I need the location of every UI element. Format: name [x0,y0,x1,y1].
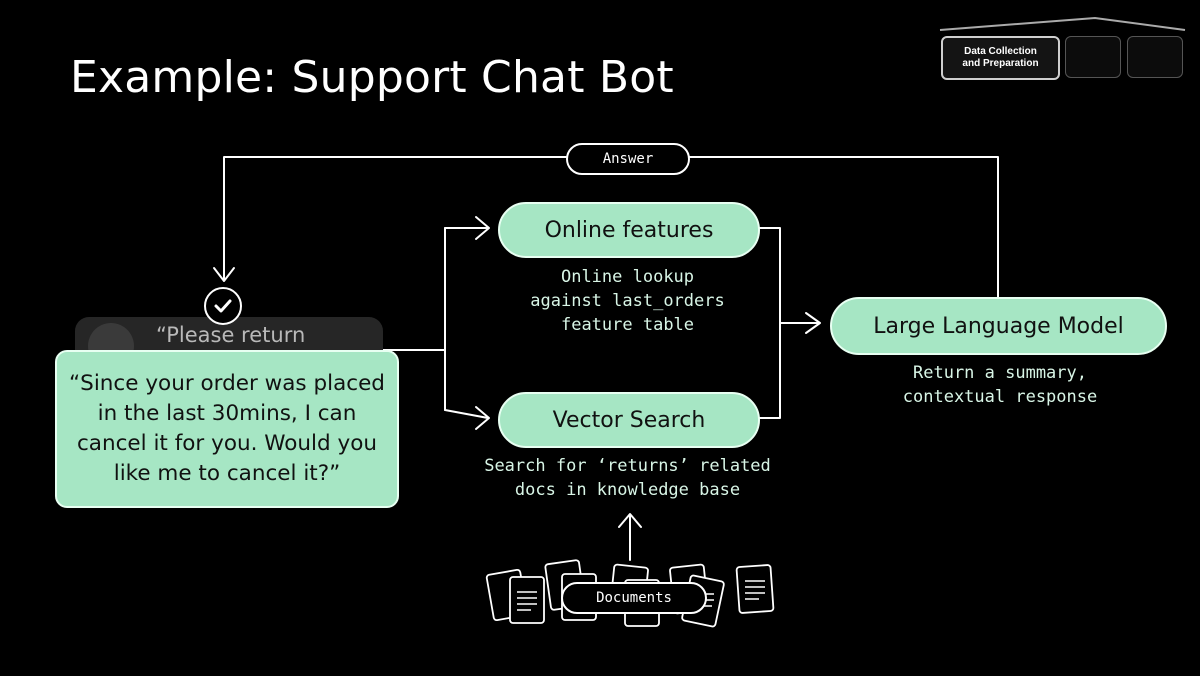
answer-label-text: Answer [602,151,654,167]
nav-step-data-collection[interactable]: Data Collection and Preparation [941,36,1060,80]
answer-loop-line-left [223,156,567,281]
vector-search-description: Search for ‘returns’ related docs in kno… [484,456,771,500]
llm-description: Return a summary, contextual response [902,363,1098,407]
checkmark-icon [204,287,242,325]
nav-step-2[interactable] [1065,36,1121,78]
nav-step-label: Data Collection and Preparation [962,46,1039,69]
llm-label: Large Language Model [873,313,1124,339]
arrow-to-online-features [444,216,490,240]
arrow-to-llm [779,312,821,334]
arrow-to-vector-search [444,406,490,430]
online-features-description: Online lookup against last_orders featur… [530,267,725,335]
vector-search-node: Vector Search [498,392,760,448]
vector-search-label: Vector Search [552,407,706,433]
user-message-text: “Please return [156,323,306,347]
llm-node: Large Language Model [830,297,1167,355]
online-features-label: Online features [544,217,714,243]
bot-response-text: “Since your order was placed in the last… [69,371,385,486]
arrow-from-documents [618,513,642,561]
answer-loop-line [685,156,999,298]
answer-label: Answer [566,143,690,175]
answer-arrow-head [213,267,235,282]
nav-step-3[interactable] [1127,36,1183,78]
bot-response-card: “Since your order was placed in the last… [55,350,399,508]
documents-label: Documents [561,582,707,614]
fork-line [382,227,446,411]
slide-title: Example: Support Chat Bot [70,52,674,103]
documents-label-text: Documents [596,590,672,606]
online-features-node: Online features [498,202,760,258]
